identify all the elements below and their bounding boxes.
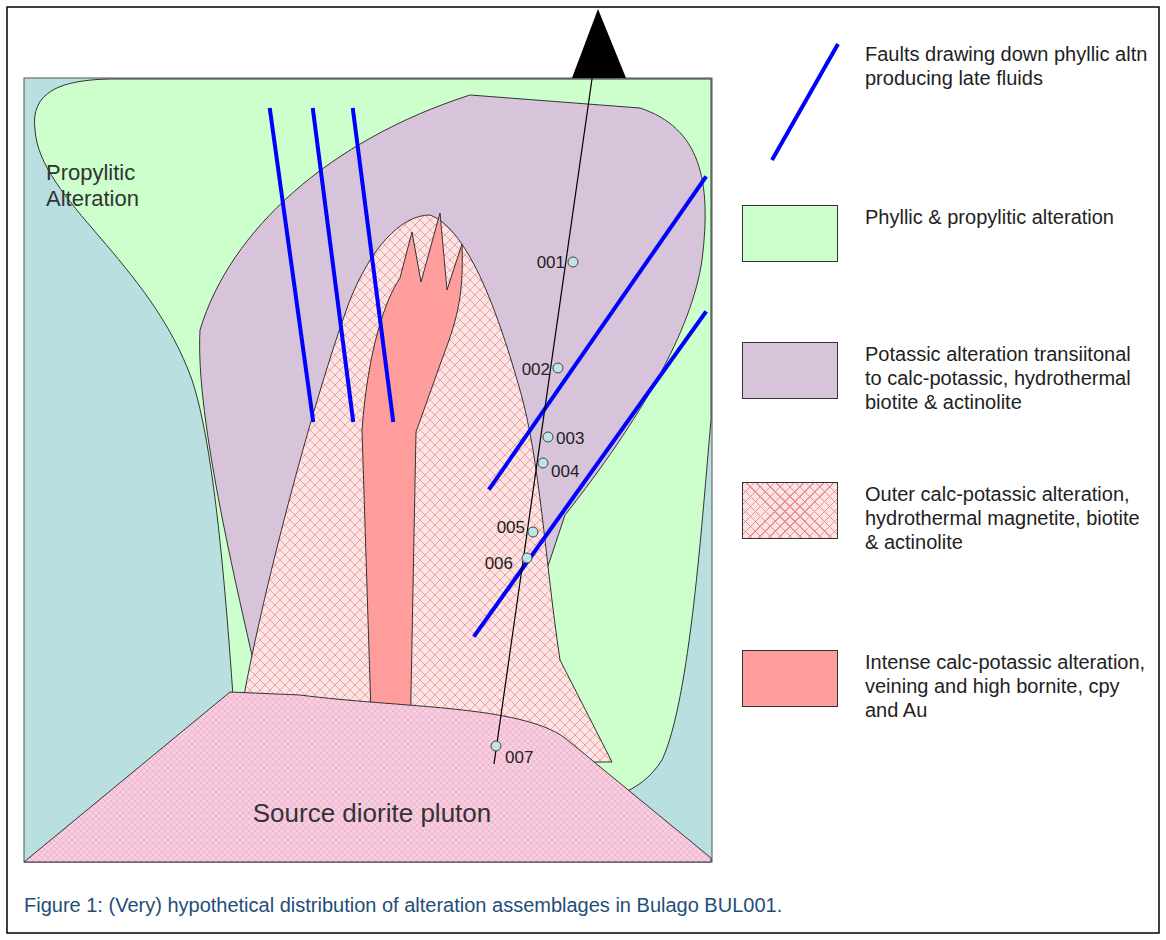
faults [270,110,705,635]
legend-fault-sample [772,44,838,160]
zone-label-box: Propylitic Alteration [46,160,196,212]
legend-text: Faults drawing down phyllic altn produci… [865,42,1150,90]
legend-text: Potassic alteration transiitonal to calc… [865,342,1150,414]
propylitic-zone [34,79,711,799]
fault-line [490,178,705,488]
callout-number: 001 [537,253,565,273]
drill-hole [494,30,599,764]
region-label: Propylitic Alteration [46,160,196,212]
figure-frame [7,7,1159,933]
region-label: Source diorite pluton [207,798,537,829]
diorite-pluton [24,692,711,862]
callout-number: 003 [556,429,584,449]
callout-number: 005 [497,518,525,538]
legend-text: Intense calc-potassic alteration, veinin… [865,650,1150,722]
legend-swatch [742,650,838,707]
fault-line [475,313,705,635]
legend-text: Phyllic & propylitic alteration [865,205,1150,229]
legend-swatch [742,482,838,539]
sample-point [568,257,578,267]
legend-swatch [742,342,838,399]
fault-line [313,110,353,420]
sample-point [528,527,538,537]
sample-point [522,553,532,563]
sample-point [553,363,563,373]
sample-point [538,458,548,468]
callout-number: 002 [522,360,550,380]
legend-swatch [742,205,838,262]
drill-collar-marker [572,9,626,78]
callout-number: 004 [551,462,579,482]
fault-line [270,110,313,420]
host-rock [24,78,712,862]
pluton-label-box: Source diorite pluton [207,798,537,829]
figure-caption: Figure 1: (Very) hypothetical distributi… [24,893,1134,917]
callout-number: 007 [505,748,533,768]
fault-line [353,110,393,420]
sample-point [491,741,501,751]
legend-text: Outer calc-potassic alteration, hydrothe… [865,482,1150,554]
sample-point [543,432,553,442]
sample-points [491,257,578,751]
callout-number: 006 [485,554,513,574]
